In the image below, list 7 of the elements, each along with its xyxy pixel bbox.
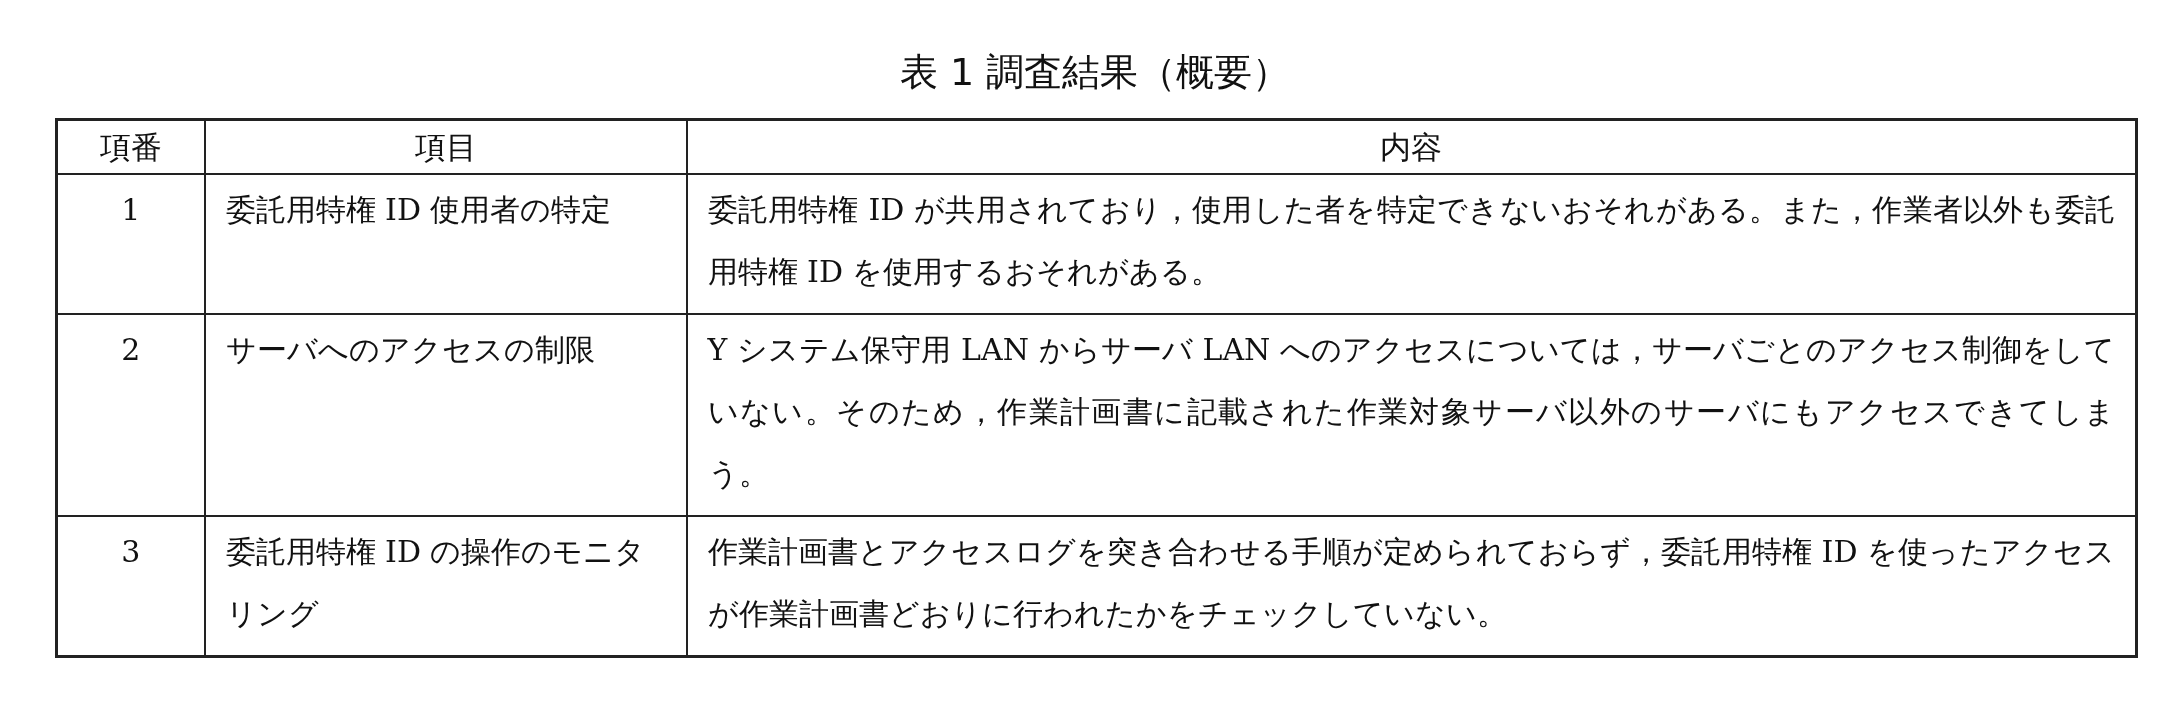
item-name: サーバへのアクセスの制限 — [204, 314, 687, 516]
table-title: 表 1 調査結果（概要） — [899, 49, 1291, 96]
column-header: 項番 — [56, 119, 205, 174]
item-number: 2 — [56, 314, 205, 516]
item-number: 1 — [56, 174, 205, 314]
column-header: 項目 — [204, 119, 687, 174]
item-name: 委託用特権 ID 使用者の特定 — [204, 174, 687, 314]
